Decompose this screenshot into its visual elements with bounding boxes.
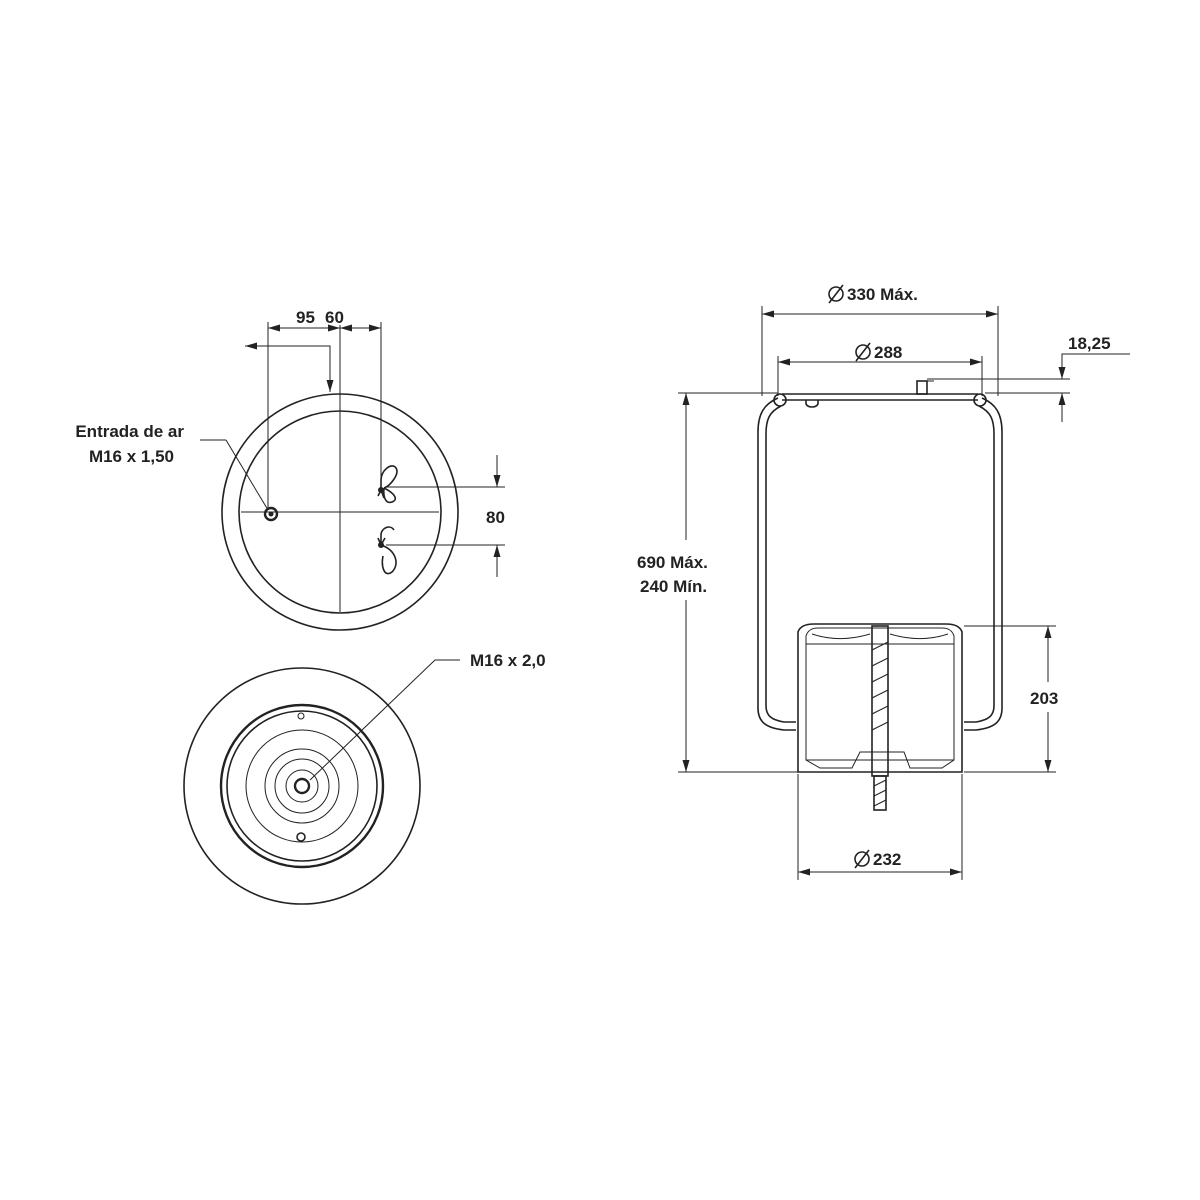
dim-203-label: 203 bbox=[1030, 689, 1058, 708]
piston-body bbox=[797, 623, 963, 773]
bottom-view-ring-outer bbox=[219, 703, 385, 869]
thread-label: M16 x 2,0 bbox=[470, 651, 546, 670]
air-inlet-leader bbox=[225, 439, 269, 511]
arrow-95-left bbox=[268, 324, 280, 332]
bottom-view-boss-inner bbox=[274, 758, 330, 814]
arrow-height-bottom bbox=[682, 760, 690, 772]
bellows-inner-right bbox=[964, 405, 995, 723]
dim-1825-leader bbox=[1061, 353, 1130, 379]
air-inlet-label-line1: Entrada de ar bbox=[75, 422, 184, 441]
dim-1825-label: 18,25 bbox=[1068, 334, 1111, 353]
diameter-symbol-288 bbox=[855, 342, 871, 362]
bottom-view-ring-inner bbox=[226, 710, 378, 862]
bottom-view-hole-top bbox=[297, 712, 305, 720]
arrow-203-top bbox=[1044, 626, 1052, 638]
dim-height-min-label: 240 Mín. bbox=[640, 577, 707, 596]
arrow-288-left bbox=[778, 358, 790, 366]
bottom-view-plate bbox=[245, 729, 359, 843]
arrow-80-top bbox=[493, 475, 501, 487]
piston-base-ribs bbox=[805, 751, 955, 769]
arrow-232-right bbox=[950, 868, 962, 876]
center-stud-thread bbox=[871, 641, 889, 731]
dim-95-label: 95 bbox=[296, 308, 315, 327]
bottom-view: M16 x 2,0 bbox=[183, 651, 546, 905]
thread-leader bbox=[309, 659, 460, 781]
top-leader-arrow-down bbox=[326, 380, 334, 392]
bellows-inner-left bbox=[765, 405, 796, 723]
top-leader-arrow-left bbox=[245, 342, 257, 350]
bottom-view-boss bbox=[264, 748, 340, 824]
bottom-stud-thread bbox=[873, 779, 887, 807]
top-view: 95 60 80 Entrada de ar M16 x 1,50 bbox=[75, 308, 505, 631]
diameter-symbol-330 bbox=[828, 284, 844, 304]
top-leader bbox=[245, 345, 331, 392]
top-plate-stud-bump bbox=[805, 400, 819, 408]
clip-upper-icon bbox=[377, 465, 398, 504]
arrow-1825-top bbox=[1058, 367, 1066, 379]
arrow-height-top bbox=[682, 393, 690, 405]
arrow-330-right bbox=[986, 310, 998, 318]
arrow-60-left bbox=[340, 324, 352, 332]
top-plate-bead-left bbox=[773, 393, 787, 407]
dim-330-label: 330 Máx. bbox=[847, 285, 918, 304]
bottom-view-stud bbox=[293, 777, 311, 795]
arrow-80-bottom bbox=[493, 545, 501, 557]
air-inlet-port bbox=[263, 506, 279, 522]
dim-60-label: 60 bbox=[325, 308, 344, 327]
arrow-330-left bbox=[762, 310, 774, 318]
bellows-outer-right bbox=[964, 397, 1003, 731]
bottom-stud bbox=[873, 775, 887, 811]
arrow-288-right bbox=[970, 358, 982, 366]
bottom-view-outer-circle bbox=[183, 667, 421, 905]
air-inlet-port-core bbox=[268, 511, 274, 517]
bottom-view-stud-ring bbox=[285, 769, 319, 803]
air-inlet-label-line2: M16 x 1,50 bbox=[89, 447, 174, 466]
arrow-60-right bbox=[369, 324, 381, 332]
piston-inner bbox=[805, 627, 955, 761]
top-plate-bead-right bbox=[973, 393, 987, 407]
dim-288-label: 288 bbox=[874, 343, 902, 362]
diameter-symbol-232 bbox=[854, 849, 870, 869]
clip-lower-pin bbox=[378, 542, 384, 548]
arrow-1825-bottom bbox=[1058, 393, 1066, 405]
clip-lower-icon bbox=[377, 526, 397, 575]
piston-top-curve bbox=[811, 633, 949, 639]
top-plate-air-fitting bbox=[916, 380, 928, 395]
arrow-95-right bbox=[328, 324, 340, 332]
dim-80-label: 80 bbox=[486, 508, 505, 527]
clip-upper-pin bbox=[378, 487, 384, 493]
dim-height-max-label: 690 Máx. bbox=[637, 553, 708, 572]
arrow-203-bottom bbox=[1044, 760, 1052, 772]
bottom-view-hole-bottom bbox=[296, 832, 306, 842]
side-view: 330 Máx. 288 18,25 690 Máx. 240 Mín. bbox=[637, 284, 1130, 880]
arrow-232-left bbox=[798, 868, 810, 876]
bellows-outer-left bbox=[757, 397, 796, 731]
dim-232-label: 232 bbox=[873, 850, 901, 869]
